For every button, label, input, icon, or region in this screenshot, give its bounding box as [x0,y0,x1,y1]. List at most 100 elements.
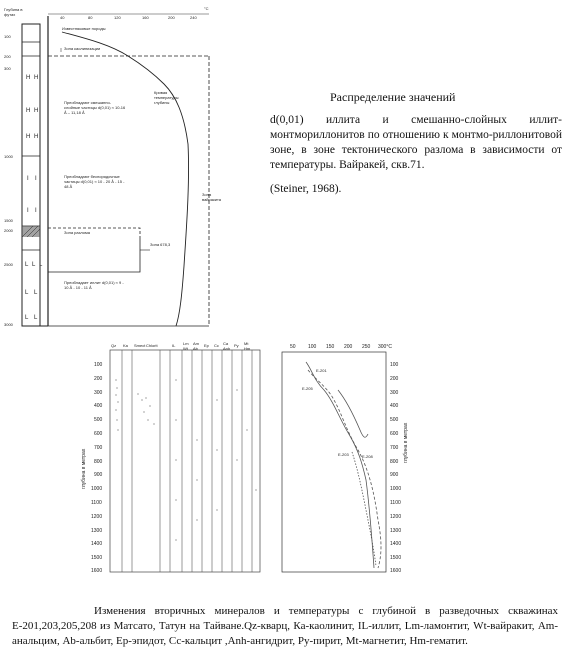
temp-tick: 50 [290,344,296,350]
svg-text:I: I [27,208,29,214]
depth-label: 1600 [390,568,402,574]
depth-label: 300 [4,66,11,71]
label-illite: Преобладает иллит d(0,01) ≈ 9 - 10 Å - 1… [64,280,124,290]
depth-label: 1100 [91,500,102,506]
svg-text:Н: Н [26,134,30,140]
depth-label: 1000 [4,154,13,159]
temp-tick: 100 [308,344,317,350]
depth-label: 3000 [4,322,13,327]
temp-tick: 80 [88,15,93,20]
label-temp-curve: Кривая температуры глубины [154,90,179,105]
temp-tick: 150 [326,344,335,350]
temp-tick: 120 [114,15,121,20]
column-header: Am Ab [193,341,199,351]
svg-text:L: L [25,290,29,296]
svg-text:I: I [27,176,29,182]
temp-tick: 40 [60,15,65,20]
column-header: Cc [214,343,219,348]
column-header: Ep [204,343,209,348]
label-fault-zone: Зона разлома [64,230,90,235]
depth-label: 500 [390,417,399,423]
label-shallow: Известняковые породы [62,26,106,31]
column-header: IL [172,343,176,348]
svg-text:I: I [35,208,37,214]
wells-plot [281,351,387,573]
depth-label: 900 [94,472,103,478]
column-header: Smect [134,343,146,348]
depth-label: 1300 [91,528,103,534]
svg-text:Н: Н [26,108,30,114]
y-axis-label: глубина в метрах [81,448,87,489]
temp-tick: 200 [168,15,175,20]
depth-label: 2000 [4,228,13,233]
label-fault-ref: Зона 678,3 [150,242,171,247]
depth-label: 1400 [91,541,103,547]
depth-label: 700 [94,445,103,451]
column-header: Lm Wt [183,341,189,351]
temp-tick: 300°С [378,344,392,350]
depth-label: 400 [390,403,399,409]
well-label: E-201 [316,368,327,373]
well-label: E-208 [362,454,373,459]
svg-text:Н: Н [34,108,38,114]
svg-text:L: L [25,262,29,268]
column-header: Mt Hm [244,341,251,351]
depth-label: 200 [4,54,11,59]
depth-label: 200 [94,376,103,382]
depth-label: 1200 [390,514,402,520]
depth-label: 1100 [390,500,401,506]
depth-label: 200 [390,376,399,382]
depth-label: 1600 [91,568,103,574]
depth-label: 800 [390,459,399,465]
figure-well-temperatures: 50 100 150 200 250 300°С E-201 E-205 E-2… [278,340,418,580]
svg-text:L: L [32,262,36,268]
figure-minerals: Qz Ka Smect Chlorit IL Lm Wt Am Ab Ep Cc… [81,340,264,580]
depth-header: Глубина в футах [4,7,23,17]
temp-tick: 160 [142,15,149,20]
svg-text:L: L [34,290,38,296]
depth-label: 1200 [91,514,103,520]
svg-text:Н: Н [34,75,38,81]
column-header: Ka [123,343,128,348]
depth-label: 2500 [4,262,13,267]
figure-title: Распределение значений [330,90,456,104]
depth-label: 1000 [390,486,402,492]
well-label: E-205 [302,386,313,391]
well-label: E-203 [338,452,349,457]
depth-label: 1500 [390,555,402,561]
figure-description: d(0,01) иллита и смешанно-слойных иллит-… [270,114,562,171]
figure-citation: (Steiner, 1968). [270,183,342,195]
column-header: Qz [111,343,117,348]
y-axis-label: глубина в метрах [403,422,409,463]
depth-label: 900 [390,472,399,478]
depth-label: 1000 [91,486,103,492]
column-header: Py [234,343,239,348]
depth-label: 700 [390,445,399,451]
column-header: Chlorit [146,343,158,348]
column-header: Ca Anh [223,341,231,351]
label-kaolin-zone: Зона каолинизации [64,46,101,51]
svg-text:L: L [34,315,38,321]
svg-text:L: L [39,262,43,268]
minerals-grid [109,349,261,573]
depth-label: 1400 [390,541,402,547]
temp-unit: °C [204,6,209,11]
svg-text:Н: Н [34,134,38,140]
depth-label: 300 [94,390,103,396]
depth-label: 1500 [4,218,13,223]
label-irregular: Преобладают беспорядочные частицы d(0,01… [64,174,125,189]
svg-text:Н: Н [26,75,30,81]
depth-label: 800 [94,459,103,465]
depth-label: 1300 [390,528,402,534]
depth-label: 600 [94,431,103,437]
depth-label: 100 [390,362,399,368]
depth-label: 500 [94,417,103,423]
temp-tick: 200 [344,344,353,350]
depth-label: 100 [4,34,11,39]
svg-text:L: L [25,315,29,321]
depth-label: 100 [94,362,103,368]
svg-text:I: I [35,176,37,182]
label-mixed-layer: Преобладают смешанно-слойные частицы d(0… [64,100,126,115]
